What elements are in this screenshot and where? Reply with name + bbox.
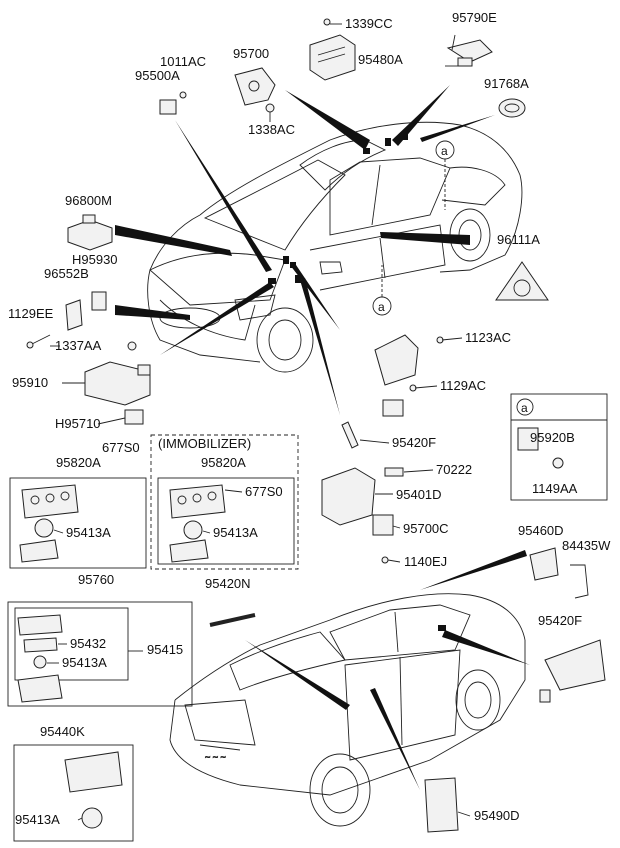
- label-677s0-immobilizer: 677S0: [245, 484, 283, 499]
- smart-key-icon: [21, 484, 79, 519]
- callout-a-mid: a: [372, 265, 392, 316]
- sensor-h95930-icon: [91, 291, 107, 311]
- sensor-h95710-icon: [124, 409, 144, 425]
- label-h95710: H95710: [55, 416, 101, 431]
- screw-1011ac-icon: [179, 91, 187, 99]
- label-1339cc: 1339CC: [345, 16, 393, 31]
- svg-text:~ ~ ~: ~ ~ ~: [205, 752, 226, 762]
- lower-car: ~ ~ ~: [169, 593, 526, 827]
- svg-text:a: a: [441, 144, 448, 158]
- label-95700c: 95700C: [403, 521, 449, 536]
- nut-1337aa-icon: [127, 341, 137, 351]
- sensor-95700c-icon: [372, 514, 394, 536]
- label-95820a-left: 95820A: [56, 455, 101, 470]
- label-95413a-95440k: 95413A: [15, 812, 60, 827]
- box-95440k: [13, 744, 134, 842]
- label-91768a: 91768A: [484, 76, 529, 91]
- screw-1339cc-icon: [323, 18, 331, 26]
- label-95760: 95760: [78, 572, 114, 587]
- nut-1338ac-icon: [265, 103, 275, 113]
- bracket-95700-icon: [234, 67, 276, 106]
- label-1123ac: 1123AC: [465, 330, 511, 345]
- label-677s0-left: 677S0: [102, 440, 140, 455]
- label-95413a-95760: 95413A: [62, 655, 107, 670]
- module-95920-icon: [374, 334, 419, 386]
- unit-95460d-icon: [529, 547, 559, 581]
- label-96800m: 96800M: [65, 193, 112, 208]
- label-95432: 95432: [70, 636, 106, 651]
- part-labels: 1339CC 95790E 1011AC 95700 95500A 95480A…: [8, 10, 611, 827]
- label-95820a-immobilizer: 95820A: [201, 455, 246, 470]
- bracket-95420f-icon: [539, 639, 606, 703]
- screw-1129ee-icon: [26, 334, 51, 349]
- grommet-91768a-icon: [498, 98, 526, 118]
- label-h95930: H95930: [72, 252, 118, 267]
- module-95910-icon: [84, 361, 151, 406]
- relay-icon: [382, 399, 404, 417]
- svg-text:a: a: [378, 300, 385, 314]
- label-95460d: 95460D: [518, 523, 564, 538]
- leader-wedges: [115, 85, 530, 790]
- label-95910: 95910: [12, 375, 48, 390]
- label-95401d: 95401D: [396, 487, 442, 502]
- label-95413a-immobilizer: 95413A: [213, 525, 258, 540]
- label-95420n: 95420N: [205, 576, 251, 591]
- label-95480a: 95480A: [358, 52, 403, 67]
- box-95820a-left: [9, 477, 147, 569]
- leader-lines: [47, 23, 471, 821]
- screw-1140ej-icon: [381, 556, 389, 564]
- label-96552b: 96552B: [44, 266, 89, 281]
- module-96800m-icon: [67, 214, 113, 251]
- label-95420f-bottom: 95420F: [538, 613, 582, 628]
- unit-95401d-icon: [321, 467, 376, 526]
- label-84435w: 84435W: [562, 538, 611, 553]
- label-95790e: 95790E: [452, 10, 497, 25]
- bracket-84435w-icon: [570, 564, 589, 599]
- label-1337aa: 1337AA: [55, 338, 102, 353]
- switch-95490d-icon: [424, 777, 459, 833]
- label-95440k: 95440K: [40, 724, 85, 739]
- bracket-96552b-icon: [65, 299, 83, 331]
- callout-a-top: a: [435, 140, 455, 210]
- box-95760: [7, 601, 193, 707]
- label-95500a: 95500A: [135, 68, 180, 83]
- label-1129ee: 1129EE: [8, 306, 54, 321]
- label-95920b: 95920B: [530, 430, 575, 445]
- label-1129ac: 1129AC: [440, 378, 486, 393]
- label-95490d: 95490D: [474, 808, 520, 823]
- label-1011ac: 1011AC: [160, 54, 206, 69]
- label-95413a-left: 95413A: [66, 525, 111, 540]
- antenna-95420n-icon: [209, 613, 256, 627]
- label-95415: 95415: [147, 642, 183, 657]
- label-95420f-top: 95420F: [392, 435, 436, 450]
- bracket-70222-icon: [384, 467, 404, 477]
- antenna-95420f-icon: [341, 421, 359, 449]
- sensor-95500a-icon: [159, 99, 177, 115]
- immobilizer-title: (IMMOBILIZER): [158, 436, 251, 451]
- box-a: a: [510, 393, 608, 501]
- label-1149aa: 1149AA: [532, 481, 578, 496]
- warning-sticker-96111a-icon: [495, 261, 549, 301]
- label-95700: 95700: [233, 46, 269, 61]
- module-95480a-icon: [309, 34, 356, 81]
- antenna-95790e-icon: [446, 34, 493, 67]
- svg-text:a: a: [521, 401, 528, 415]
- label-1140ej: 1140EJ: [404, 554, 447, 569]
- label-70222: 70222: [436, 462, 472, 477]
- box-immobilizer: [150, 434, 299, 570]
- label-1338ac: 1338AC: [248, 122, 295, 137]
- label-96111a: 96111A: [497, 232, 540, 247]
- car-mount-marks: [268, 134, 446, 631]
